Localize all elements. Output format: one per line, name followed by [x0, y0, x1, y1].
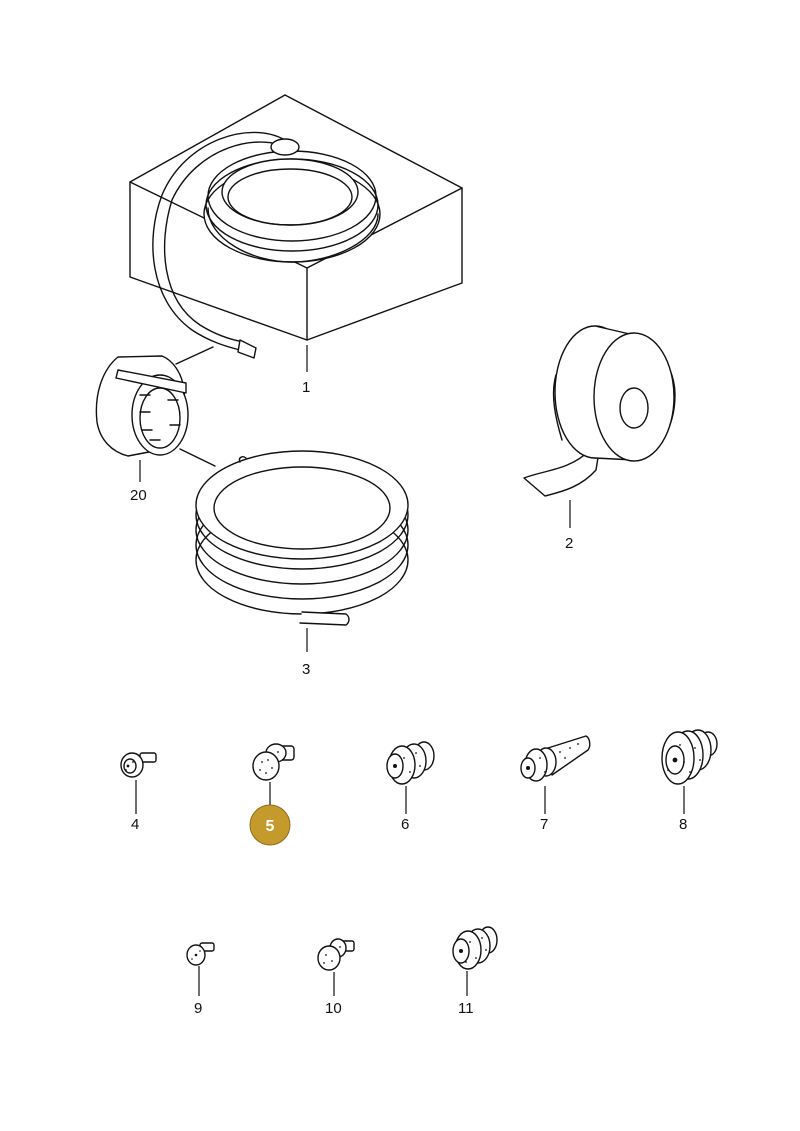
label-part-10: 10: [325, 1000, 342, 1017]
part-1-wire-box[interactable]: 1: [129, 94, 463, 396]
part-5-highlight-badge[interactable]: 5: [249, 804, 291, 846]
part-10-seal[interactable]: 10: [317, 938, 355, 1017]
part-9-seal[interactable]: 9: [186, 942, 215, 1017]
label-part-3: 3: [302, 661, 310, 678]
label-part-1: 1: [302, 379, 310, 396]
part-8-seal[interactable]: 8: [661, 729, 718, 833]
label-part-8: 8: [679, 816, 687, 833]
label-part-20: 20: [130, 487, 147, 504]
part-4-seal[interactable]: 4: [120, 752, 157, 833]
part-20-protective-sleeve[interactable]: 20: [95, 346, 216, 504]
label-part-5: 5: [266, 818, 275, 835]
label-part-9: 9: [194, 1000, 202, 1017]
highlight-circle: [249, 804, 291, 846]
part-5-seal[interactable]: [252, 743, 295, 806]
part-3-coiled-wire[interactable]: 3: [195, 450, 409, 678]
label-part-2: 2: [565, 535, 573, 552]
part-6-seal[interactable]: 6: [386, 741, 435, 833]
part-11-seal[interactable]: 11: [452, 926, 498, 1017]
label-part-11: 11: [458, 1000, 474, 1017]
label-part-7: 7: [540, 816, 548, 833]
part-2-tape-roll[interactable]: 2: [523, 325, 676, 552]
label-part-4: 4: [131, 816, 139, 833]
part-7-seal[interactable]: 7: [520, 735, 591, 833]
label-part-6: 6: [401, 816, 409, 833]
